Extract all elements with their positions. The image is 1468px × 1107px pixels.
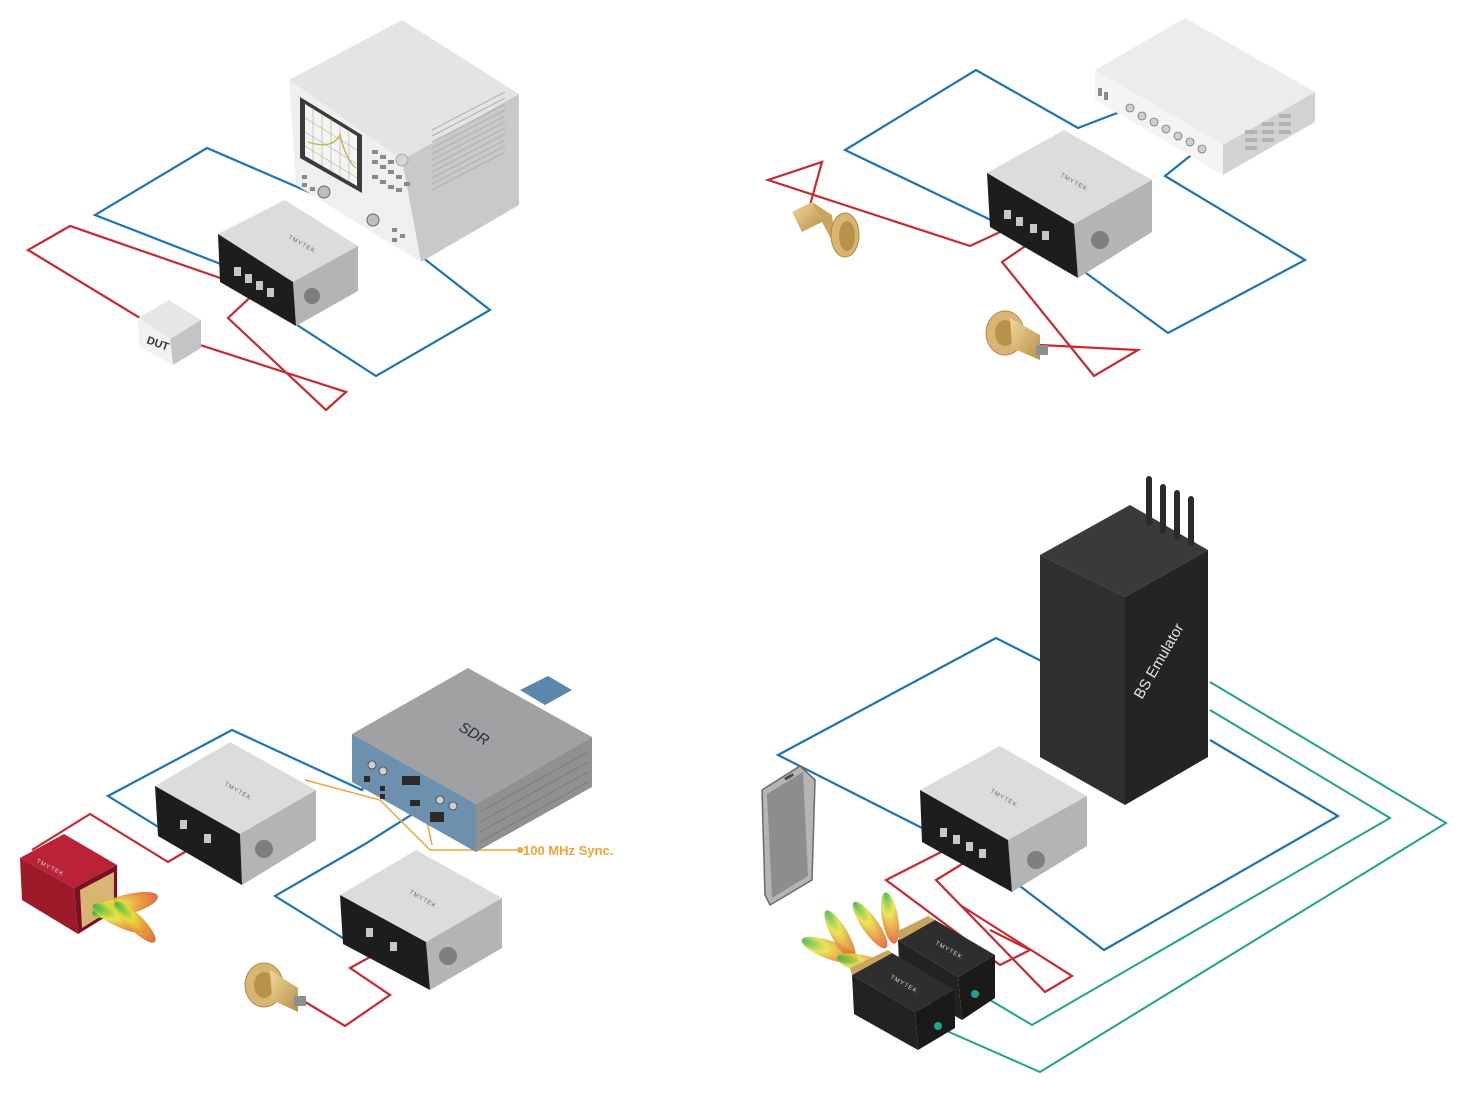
- beamformer-module: TMYTEK: [218, 200, 358, 326]
- red-cable: [883, 849, 1033, 967]
- blue-cable: [775, 636, 1056, 833]
- red-antenna-unit: TMYTEK: [20, 834, 158, 943]
- blue-cable: [272, 799, 436, 941]
- blue-cable: [245, 221, 492, 378]
- sync-dot: [517, 847, 523, 853]
- red-cable: [934, 857, 1075, 994]
- beamformer-module: TMYTEK: [340, 850, 502, 990]
- blue-cable: [842, 68, 1131, 223]
- sdr-box: SDR: [352, 668, 592, 852]
- scenario-horn-pair: TMYTEK: [764, 18, 1315, 378]
- blue-cable: [961, 739, 1341, 952]
- sync-label: 100 MHz Sync.: [523, 843, 613, 858]
- red-cable: [301, 944, 393, 1028]
- blue-cable: [92, 146, 319, 272]
- dark-antenna-unit: TMYTEK: [850, 950, 955, 1050]
- beamformer-module: TMYTEK: [155, 742, 316, 885]
- bs-emulator-tower: BS Emulator: [1040, 476, 1208, 805]
- red-cable: [25, 224, 227, 319]
- beamformer-module: TMYTEK: [920, 746, 1087, 892]
- horn-antenna-icon: [985, 310, 1048, 360]
- scenario-bs-emulator: BS Emulator TMYTEK: [761, 476, 1448, 1074]
- radiation-beam-icon: [801, 892, 900, 977]
- red-cable: [764, 160, 1001, 248]
- dut-box: DUT: [138, 300, 201, 365]
- scenario-network-analyzer: TMYTEK DUT: [25, 20, 519, 412]
- teal-cable: [989, 709, 1392, 1027]
- beamformer-module: TMYTEK: [987, 130, 1152, 278]
- teal-cable: [939, 681, 1448, 1074]
- radiation-beam-icon: [92, 891, 158, 943]
- red-cable: [199, 289, 349, 412]
- network-analyzer-icon: [289, 20, 519, 262]
- horn-antenna-icon: [244, 962, 306, 1012]
- horn-antenna-icon: [792, 202, 860, 258]
- smartphone-icon: [761, 765, 816, 907]
- blue-cable: [1029, 151, 1308, 335]
- scenario-sdr: 100 MHz Sync. SDR: [20, 668, 613, 1028]
- signal-generator-box: [1095, 18, 1315, 175]
- antenna-icon: [1146, 476, 1194, 546]
- red-cable: [1000, 235, 1142, 378]
